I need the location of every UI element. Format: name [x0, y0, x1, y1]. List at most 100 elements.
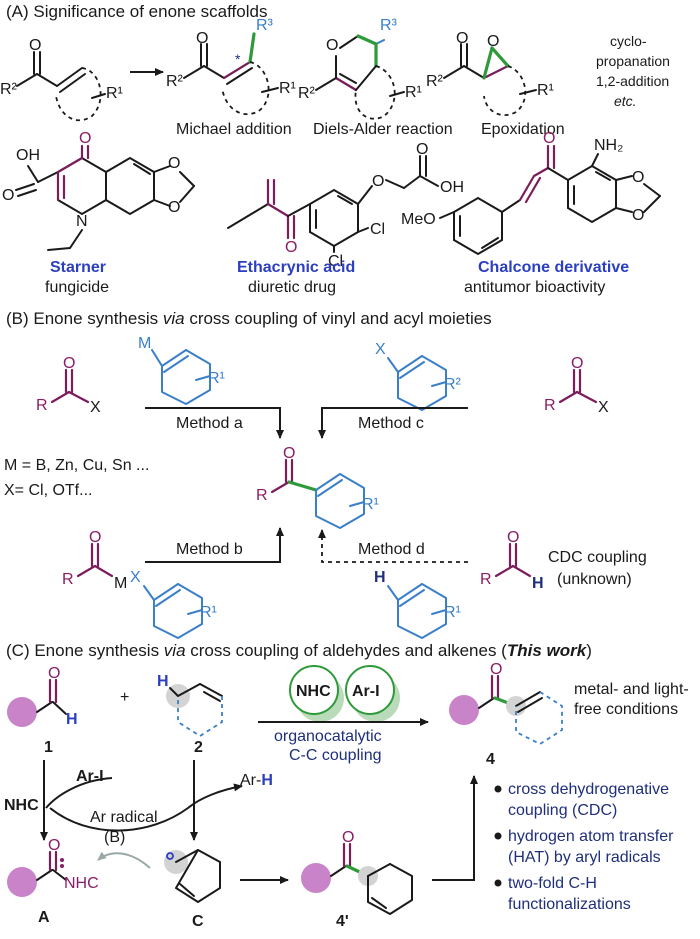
svg-text:O: O — [29, 37, 41, 54]
svg-text:R³: R³ — [380, 17, 398, 34]
svg-text:R: R — [256, 487, 268, 504]
ethacrynic-use: diuretic drug — [248, 279, 336, 296]
michael-product: O R² R³ * R¹ — [166, 17, 296, 116]
catalyst-ari: Ar-I — [352, 683, 380, 700]
svg-text:O: O — [456, 30, 468, 47]
side-note: cyclo- propanation 1,2-addition etc. — [596, 33, 674, 109]
svg-text:O: O — [490, 661, 502, 678]
svg-text:O: O — [416, 141, 428, 158]
svg-text:MeO: MeO — [401, 211, 436, 228]
svg-text:R: R — [480, 571, 492, 588]
aldehyde-1: O H — [7, 665, 78, 728]
mech-nhc: NHC — [4, 797, 39, 814]
vinyl-m: M R¹ — [138, 335, 225, 405]
svg-text:O: O — [168, 199, 180, 216]
radical-c — [164, 849, 221, 903]
svg-text:R²: R² — [444, 376, 462, 393]
svg-text:*: * — [235, 51, 241, 67]
section-c-header: (C) Enone synthesis via cross coupling o… — [6, 641, 592, 660]
svg-text:R²: R² — [166, 73, 184, 90]
svg-text:OH: OH — [440, 179, 464, 196]
svg-text:O: O — [632, 169, 644, 186]
svg-text:O: O — [285, 239, 297, 256]
vinyl-h-bottom: H R¹ — [374, 569, 461, 639]
arrow-4p-to-4 — [432, 775, 478, 881]
arrow-ari — [45, 777, 113, 809]
mech-arh: Ar-H — [240, 772, 273, 789]
svg-text:X: X — [130, 569, 141, 586]
chalcone-use: antitumor bioactivity — [464, 279, 605, 296]
plus-sign: + — [120, 689, 129, 706]
chalcone-name: Chalcone derivative — [478, 259, 629, 276]
acyl-x-left: O R X — [36, 355, 101, 416]
svg-text:O: O — [89, 529, 101, 546]
svg-text:H: H — [157, 673, 169, 690]
arrow-method-c — [318, 407, 468, 439]
feature-1b: coupling (CDC) — [508, 802, 617, 819]
svg-text:NHC: NHC — [64, 875, 99, 892]
svg-text:O: O — [632, 207, 644, 224]
feature-2b: (HAT) by aryl radicals — [508, 849, 661, 866]
process-1: organocatalytic — [274, 728, 382, 745]
diels-alder-product: O R³ R² R¹ — [298, 17, 422, 120]
product-4: O — [449, 661, 563, 746]
cdc-note-1: CDC coupling — [548, 549, 647, 566]
vinyl-x: X R² — [375, 341, 462, 411]
intermediate-a: O NHC — [7, 837, 99, 897]
label-4: 4 — [486, 751, 495, 768]
intermediate-4p: O — [301, 829, 413, 915]
chalcone-structure: MeO O NH₂ O O — [401, 130, 661, 256]
svg-text:O: O — [48, 665, 60, 682]
arrow-hat — [97, 851, 151, 869]
mech-ar-radical: Ar radical — [90, 809, 158, 826]
svg-text:O: O — [63, 355, 75, 372]
acyl-x-right: O R X — [544, 355, 609, 416]
enone-start: O R² R¹ — [0, 37, 123, 122]
svg-text:R¹: R¹ — [208, 370, 225, 387]
svg-text:R: R — [36, 397, 48, 414]
side-note-4: etc. — [614, 93, 637, 109]
conditions-2: free conditions — [574, 701, 678, 718]
vinyl-x-bottom: X R¹ — [130, 569, 217, 639]
svg-text:R²: R² — [298, 85, 316, 102]
method-a: Method a — [176, 415, 243, 432]
svg-text:R¹: R¹ — [405, 84, 422, 101]
arrow-method-d — [318, 529, 468, 563]
feature-3a: two-fold C-H — [508, 875, 597, 892]
feature-list: cross dehydrogenative coupling (CDC) hyd… — [494, 781, 674, 913]
svg-text:O: O — [372, 173, 384, 190]
svg-text:OH: OH — [16, 147, 40, 164]
svg-text:X: X — [90, 399, 101, 416]
mech-ari: Ar-I — [76, 768, 104, 785]
method-b: Method b — [176, 541, 243, 558]
label-1: 1 — [44, 739, 53, 756]
reaction-michael: Michael addition — [176, 121, 292, 138]
ethacrynic-structure: O Cl Cl O O OH — [227, 141, 464, 270]
starner-structure: OH O O N O O — [2, 130, 195, 251]
feature-1a: cross dehydrogenative — [508, 781, 669, 798]
label-b: (B) — [104, 829, 125, 846]
aldehyde-right: O R H — [480, 529, 544, 592]
acyl-m: O R M — [62, 529, 127, 592]
condition-m: M = B, Zn, Cu, Sn ... — [4, 457, 149, 474]
svg-text:R²: R² — [426, 73, 444, 90]
svg-text:R¹: R¹ — [444, 604, 461, 621]
svg-text:R¹: R¹ — [200, 604, 217, 621]
cdc-note-2: (unknown) — [557, 571, 632, 588]
svg-text:O: O — [543, 130, 555, 147]
arrow-radical — [49, 783, 243, 832]
svg-text:O: O — [326, 37, 338, 54]
svg-text:R¹: R¹ — [279, 80, 296, 97]
svg-text:R: R — [544, 397, 556, 414]
catalysts: NHC Ar-I — [289, 665, 400, 722]
svg-text:NH₂: NH₂ — [594, 137, 623, 154]
svg-text:O: O — [283, 445, 295, 462]
conditions-1: metal- and light- — [574, 681, 689, 698]
label-a: A — [38, 909, 50, 926]
process-2: C-C coupling — [289, 747, 381, 764]
svg-text:O: O — [48, 837, 60, 854]
condition-x: X= Cl, OTf... — [4, 482, 92, 499]
svg-text:O: O — [507, 529, 519, 546]
svg-text:O: O — [79, 130, 91, 147]
